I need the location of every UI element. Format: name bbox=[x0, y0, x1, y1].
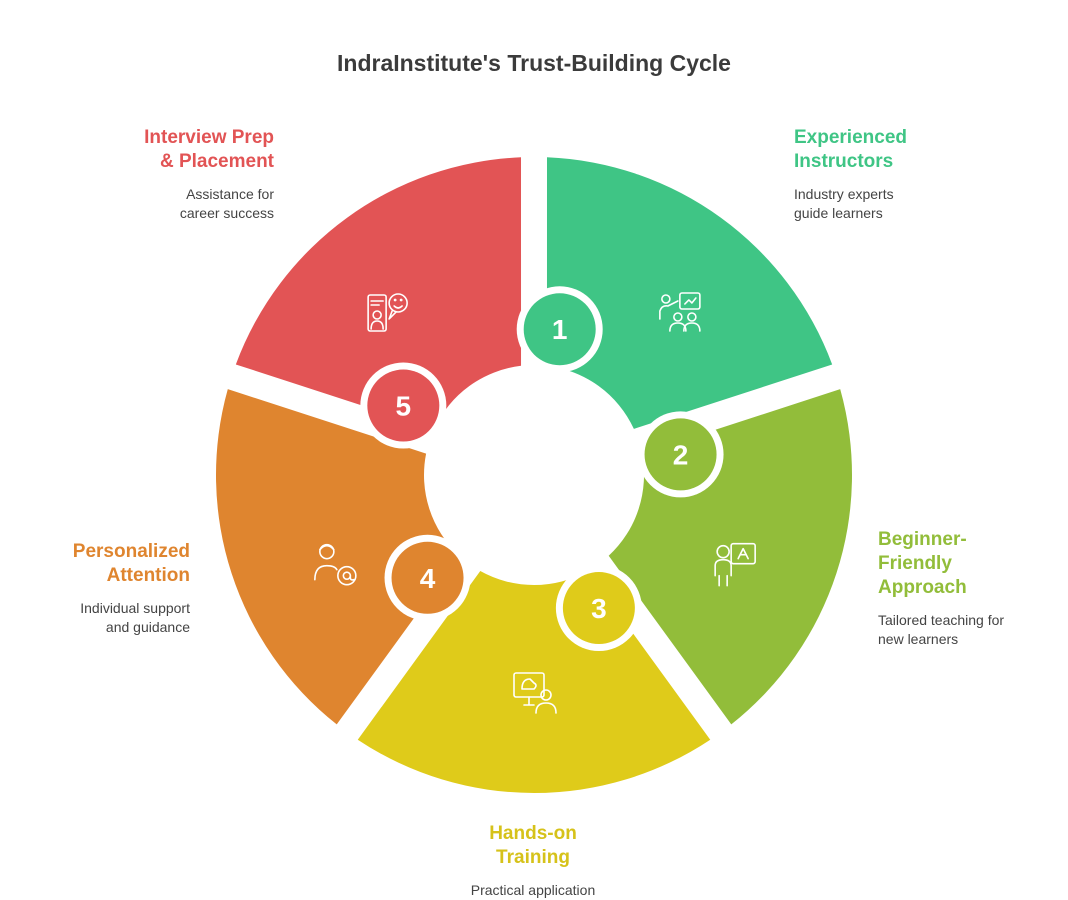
sector-5 bbox=[235, 157, 522, 429]
step-4-description: Individual support and guidance bbox=[80, 600, 190, 635]
person-contact-icon bbox=[314, 543, 357, 586]
step-2-description: Tailored teaching for new learners bbox=[878, 612, 1005, 647]
badge-5 bbox=[367, 369, 440, 442]
step-5-title: Interview Prep & Placement bbox=[144, 127, 274, 172]
badge-3 bbox=[562, 572, 635, 645]
step-1-title: Experienced Instructors bbox=[794, 127, 907, 172]
badge-1 bbox=[523, 293, 596, 366]
step-4-title: Personalized Attention bbox=[72, 541, 190, 586]
badge-number-3: 3 bbox=[591, 593, 607, 624]
step-3-description: Practical application bbox=[470, 882, 596, 898]
badge-number-1: 1 bbox=[552, 314, 568, 345]
badge-number-2: 2 bbox=[673, 439, 689, 470]
sector-4 bbox=[215, 389, 460, 725]
badge-2 bbox=[644, 418, 717, 491]
badge-number-4: 4 bbox=[420, 563, 436, 594]
page-title: IndraInstitute's Trust-Building Cycle bbox=[337, 50, 731, 76]
badge-4 bbox=[391, 541, 464, 614]
instructor-presenting-icon bbox=[659, 292, 701, 332]
learner-board-icon bbox=[714, 542, 756, 587]
interview-chat-icon bbox=[367, 293, 408, 332]
step-3-title: Hands-on Training bbox=[489, 823, 577, 868]
step-1-description: Industry experts guide learners bbox=[794, 186, 894, 221]
computer-training-icon bbox=[513, 672, 557, 714]
step-5-description: Assistance for career success bbox=[179, 186, 274, 221]
badge-number-5: 5 bbox=[396, 391, 412, 422]
step-2-title: Beginner- Friendly Approach bbox=[878, 529, 967, 598]
